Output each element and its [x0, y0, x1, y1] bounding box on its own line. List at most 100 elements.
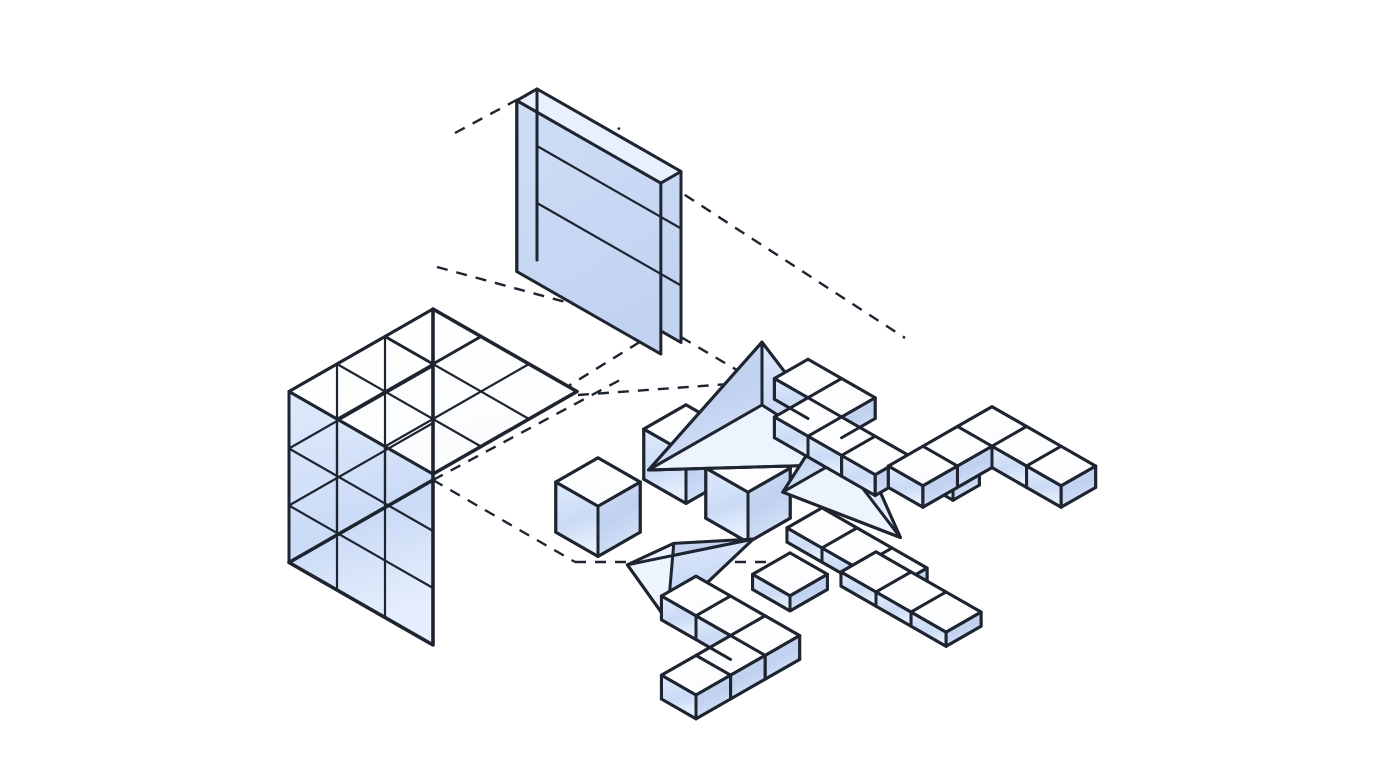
piece-edge-bottom-front — [909, 624, 948, 648]
piece-edge-top-back — [855, 526, 894, 550]
piece-edge-top-back — [694, 574, 733, 598]
piece-edge-bottom-right — [921, 485, 959, 509]
piece-edge-top-left — [772, 396, 810, 419]
slab-top-face — [515, 87, 683, 185]
piece-edge-top-front — [874, 590, 913, 614]
detached-slab-group — [515, 87, 683, 356]
piece-edge-top-right — [944, 610, 983, 634]
piece-edge-top-front — [1025, 464, 1063, 488]
piece-edge-top-back — [890, 546, 929, 570]
piece-edge-top-left — [839, 550, 878, 574]
piece-edge-top-back — [763, 614, 802, 638]
piece-edge-top-left — [921, 424, 959, 448]
piece-edge-top-front — [839, 570, 878, 594]
piece-edge-top-right — [596, 480, 642, 508]
piece-edge-top-back — [873, 434, 911, 457]
piece-edge-bottom-right — [951, 483, 981, 502]
cube-edge-top-left — [287, 307, 435, 393]
piece-edge-top-left — [694, 634, 733, 657]
piece-edge-bottom-front — [990, 466, 1029, 489]
piece-edge-bottom-front — [751, 587, 792, 613]
guide-inner-bottom — [432, 378, 621, 482]
piece-edge-bottom-right — [788, 587, 829, 613]
piece-edge-bottom-right — [955, 466, 994, 489]
flat-plate-3x1 — [839, 550, 983, 648]
cube-right-grid-h — [287, 504, 435, 590]
cube-notch-a — [431, 335, 483, 366]
piece-edge-bottom-right — [746, 516, 792, 544]
decomposed-pieces-group — [554, 340, 1098, 721]
piece-edge-bottom-front — [554, 530, 600, 558]
cube-top-grid-a — [383, 362, 531, 448]
piece-edge-bottom-right — [944, 624, 983, 648]
piece-edge-bottom-front — [659, 618, 698, 642]
piece-edge-top-front — [704, 466, 750, 494]
piece-edge-top-right — [729, 653, 767, 677]
piece-edge-top-back — [806, 357, 844, 380]
cube-edge-top-right — [287, 390, 435, 476]
guide-inner-diagonal — [493, 325, 665, 434]
slab-grid-row — [535, 144, 683, 230]
piece-edge-top-right — [921, 464, 959, 488]
piece-edge-top-front — [772, 377, 810, 400]
piece-edge-top-front — [840, 454, 877, 477]
piece-edge-bottom-right — [729, 677, 767, 701]
l-shaped-block — [659, 574, 802, 721]
guide-top-back — [454, 87, 538, 135]
piece-edge-top-right — [746, 466, 792, 494]
piece-edge-bottom-front — [659, 697, 698, 721]
piece-edge-top-front — [772, 415, 810, 438]
guide-bottom-left — [432, 478, 576, 564]
assembled-cube-group — [287, 307, 579, 647]
piece-edge-top-front — [806, 434, 844, 457]
piece-edge-top-front — [659, 594, 698, 618]
piece-edge-top-left — [772, 357, 810, 380]
piece-edge-top-back — [874, 550, 913, 574]
piece-edge-bottom-front — [694, 638, 733, 661]
piece-edge-bottom-front — [1025, 485, 1063, 509]
piece-edge-top-back — [1025, 424, 1063, 448]
piece-edge-top-back — [788, 551, 829, 576]
piece-edge-top-back — [990, 405, 1029, 428]
piece-edge-bottom-front — [840, 474, 877, 497]
piece-edge-top-left — [659, 653, 698, 677]
slab-grid-row — [535, 201, 683, 287]
piece-edge-top-back — [840, 377, 877, 400]
piece-edge-top-left — [642, 403, 688, 431]
piece-edge-bottom-front — [886, 485, 925, 509]
piece-edge-top-back — [596, 456, 642, 484]
piece-edge-top-front — [785, 526, 824, 550]
piece-edge-bottom-right — [694, 697, 733, 721]
cube-left-grid-h — [287, 421, 435, 507]
piece-edge-top-back — [729, 594, 767, 618]
piece-edge-top-left — [785, 506, 824, 530]
piece-edge-top-front — [751, 572, 792, 598]
piece-edge-top-right — [694, 673, 733, 697]
piece-edge-top-front — [659, 673, 698, 697]
piece-edge-top-left — [659, 574, 698, 598]
piece-edge-top-back — [944, 590, 983, 614]
piece-edge-bottom-front — [874, 604, 913, 628]
piece-edge-top-right — [840, 396, 877, 419]
piece-edge-bottom-front — [642, 477, 688, 505]
piece-edge-bottom-right — [1059, 485, 1098, 509]
unit-cube — [554, 456, 642, 558]
u-shaped-block — [886, 405, 1098, 509]
piece-edge-top-left — [751, 551, 792, 576]
wedge-edge-front — [647, 340, 764, 472]
cube-edge-front-bottom — [287, 478, 435, 564]
piece-edge-bottom-front — [772, 436, 810, 459]
wedge-edge-base — [781, 490, 902, 539]
flat-plate-1x1 — [751, 551, 829, 613]
piece-edge-top-left — [886, 444, 925, 468]
cube-left-grid-h — [287, 364, 435, 450]
piece-edge-top-front — [554, 480, 600, 508]
piece-edge-bottom-front — [839, 584, 878, 608]
piece-edge-top-front — [694, 614, 733, 638]
piece-edge-bottom-right — [596, 530, 642, 558]
piece-edge-bottom-front — [806, 455, 844, 478]
piece-edge-bottom-front — [785, 540, 824, 564]
piece-edge-top-front — [990, 444, 1029, 468]
